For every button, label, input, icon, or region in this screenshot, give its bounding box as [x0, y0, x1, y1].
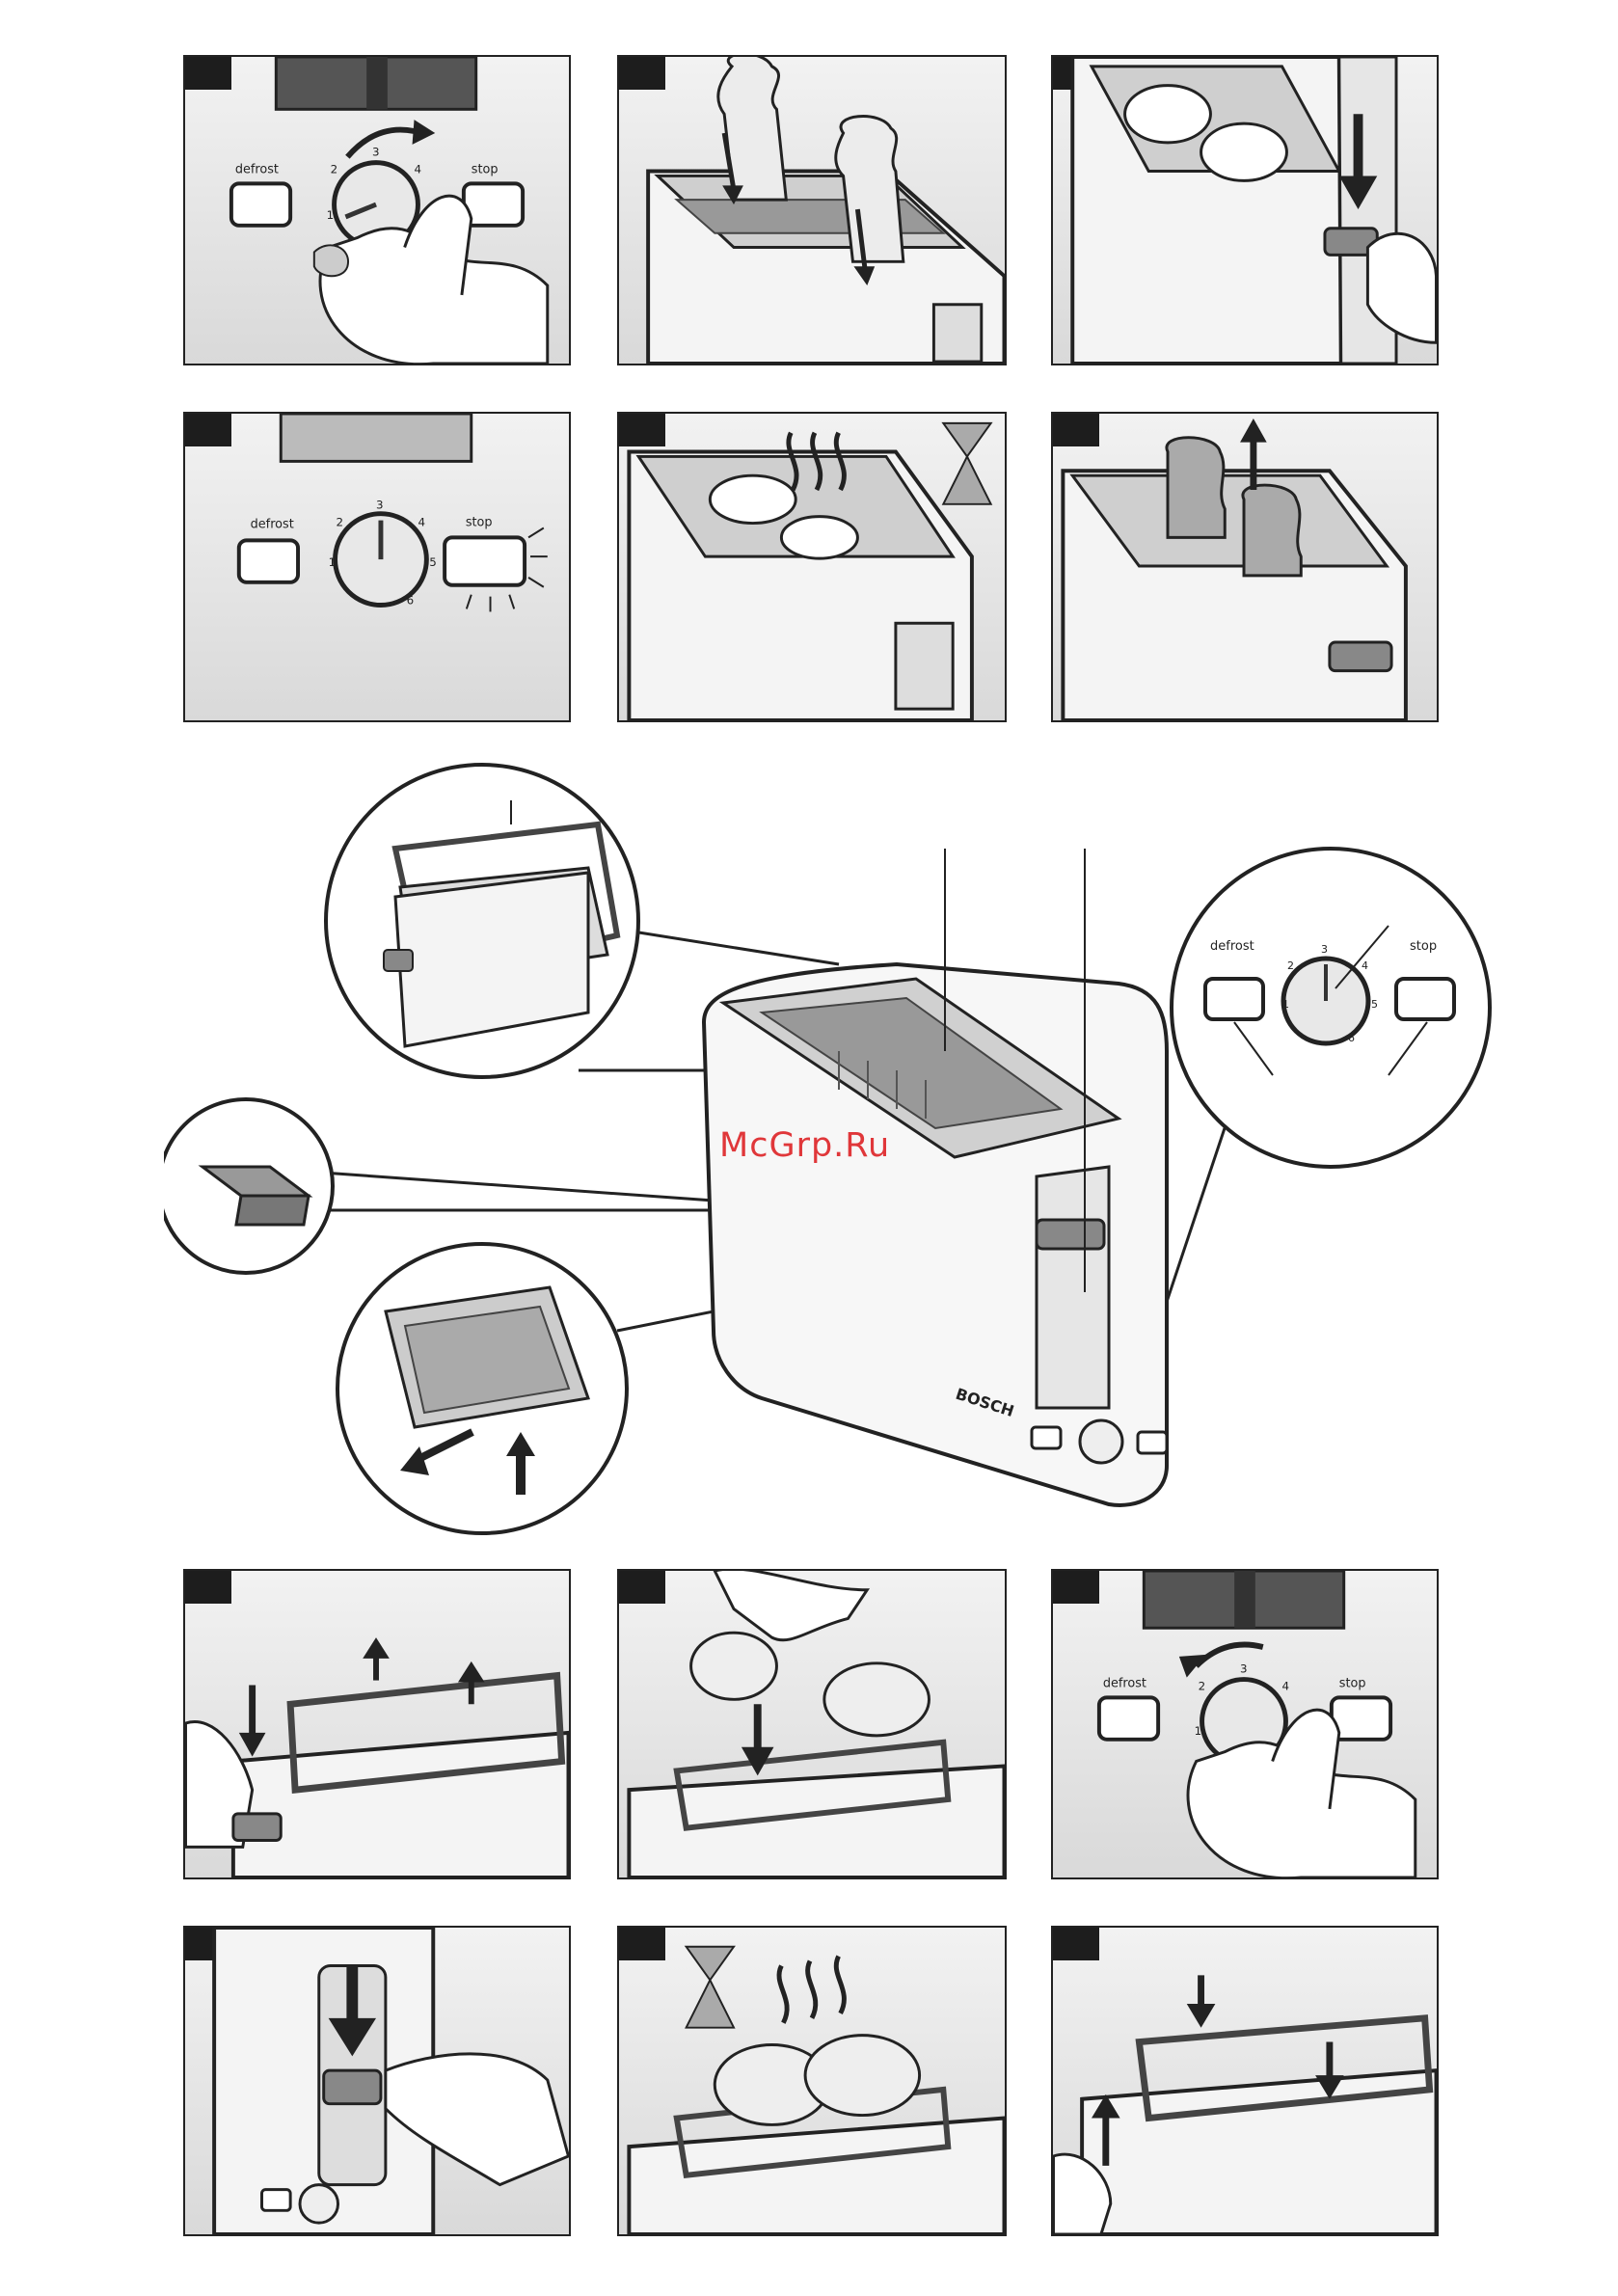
defrost-label: defrost: [1103, 1676, 1146, 1690]
defrost-label: defrost: [235, 162, 279, 176]
panel-toast-up: [1051, 412, 1439, 722]
svg-text:5: 5: [1371, 998, 1378, 1011]
svg-text:3: 3: [1240, 1662, 1248, 1676]
svg-text:1: 1: [1282, 998, 1289, 1011]
panel-toasting: [617, 412, 1007, 722]
hourglass-icon: [687, 1947, 734, 2028]
stop-label: stop: [1339, 1676, 1366, 1690]
svg-text:4: 4: [418, 516, 425, 529]
steam-icon: [779, 1957, 844, 2023]
panel-turn-dial: defrost stop 1 2 3 4: [183, 55, 571, 365]
svg-text:6: 6: [1348, 1032, 1355, 1044]
panel-insert-bread: [617, 55, 1007, 365]
svg-text:4: 4: [415, 162, 422, 176]
stop-label: stop: [466, 516, 493, 530]
panel-press-lever: [1051, 55, 1439, 365]
svg-text:5: 5: [429, 555, 437, 569]
watermark: McGrp.Ru: [719, 1126, 890, 1165]
panel-raise-rack: [183, 1569, 571, 1879]
svg-text:1: 1: [1195, 1724, 1202, 1738]
defrost-label: defrost: [251, 518, 294, 532]
stop-label: stop: [1410, 939, 1437, 954]
svg-text:1: 1: [329, 555, 337, 569]
panel-place-rolls: [617, 1569, 1007, 1879]
svg-text:3: 3: [1321, 943, 1328, 956]
svg-text:4: 4: [1362, 959, 1368, 972]
svg-text:2: 2: [337, 516, 344, 529]
svg-text:2: 2: [1287, 959, 1294, 972]
svg-text:2: 2: [1199, 1679, 1206, 1692]
panel-press-lever-rolls: [183, 1926, 571, 2236]
panel-warming-rolls: [617, 1926, 1007, 2236]
stop-label: stop: [472, 162, 499, 176]
svg-text:4: 4: [1282, 1679, 1290, 1692]
panel-fold-rack: [1051, 1926, 1439, 2236]
panel-turn-dial-back: defrost stop 1 2 3 4: [1051, 1569, 1439, 1879]
defrost-label: defrost: [1210, 939, 1254, 954]
svg-text:2: 2: [331, 162, 338, 176]
panel-stop-glowing: defrost 1 2 3 4 5 6 stop: [183, 412, 571, 722]
svg-text:1: 1: [327, 208, 335, 222]
svg-text:3: 3: [372, 146, 380, 159]
svg-text:3: 3: [376, 499, 384, 512]
svg-text:6: 6: [407, 594, 415, 608]
hourglass-icon: [943, 423, 990, 504]
